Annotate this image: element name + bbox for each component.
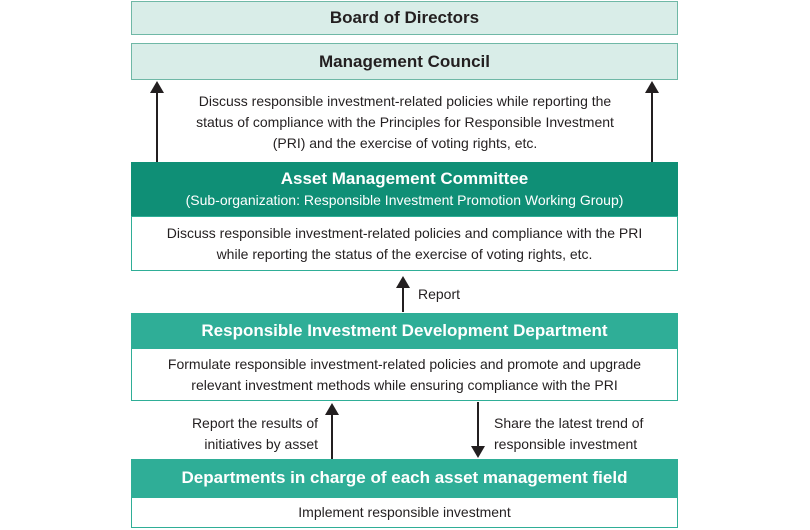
- asset-management-committee-description: Discuss responsible investment-related p…: [166, 224, 643, 262]
- arrow-up-right-stem: [651, 92, 653, 162]
- ridd-description-box: Formulate responsible investment-related…: [131, 348, 678, 401]
- management-council-label: Management Council: [319, 51, 490, 71]
- share-trend-arrow-head-icon: [471, 446, 485, 458]
- departments-description-box: Implement responsible investment: [131, 497, 678, 528]
- share-trend-arrow-stem: [477, 402, 479, 447]
- report-label: Report: [418, 286, 461, 302]
- report-arrow-head-icon: [396, 276, 410, 288]
- arrow-up-right-head-icon: [645, 81, 659, 93]
- asset-management-committee-subtitle: (Sub-organization: Responsible Investmen…: [185, 192, 624, 208]
- arrow-up-left-stem: [156, 92, 158, 162]
- report-arrow-stem: [402, 287, 404, 312]
- ridd-description: Formulate responsible investment-related…: [167, 355, 642, 393]
- ridd-title: Responsible Investment Development Depar…: [201, 320, 608, 340]
- management-council-box: Management Council: [131, 43, 678, 80]
- departments-header: Departments in charge of each asset mana…: [131, 459, 678, 497]
- ridd-header: Responsible Investment Development Depar…: [131, 313, 678, 348]
- asset-management-committee-header: Asset Management Committee (Sub-organiza…: [131, 162, 678, 216]
- report-results-arrow-head-icon: [325, 403, 339, 415]
- report-results-note: Report the results of initiatives by ass…: [191, 415, 318, 452]
- departments-title: Departments in charge of each asset mana…: [181, 468, 628, 487]
- report-results-arrow-stem: [331, 414, 333, 459]
- share-trend-note: Share the latest trend of responsible in…: [494, 415, 644, 452]
- board-of-directors-box: Board of Directors: [131, 1, 678, 35]
- arrow-up-left-head-icon: [150, 81, 164, 93]
- departments-description: Implement responsible investment: [298, 504, 511, 520]
- board-of-directors-label: Board of Directors: [329, 8, 480, 27]
- asset-management-committee-title: Asset Management Committee: [280, 169, 529, 188]
- asset-management-committee-description-box: Discuss responsible investment-related p…: [131, 216, 678, 271]
- council-note: Discuss responsible investment-related p…: [196, 93, 614, 151]
